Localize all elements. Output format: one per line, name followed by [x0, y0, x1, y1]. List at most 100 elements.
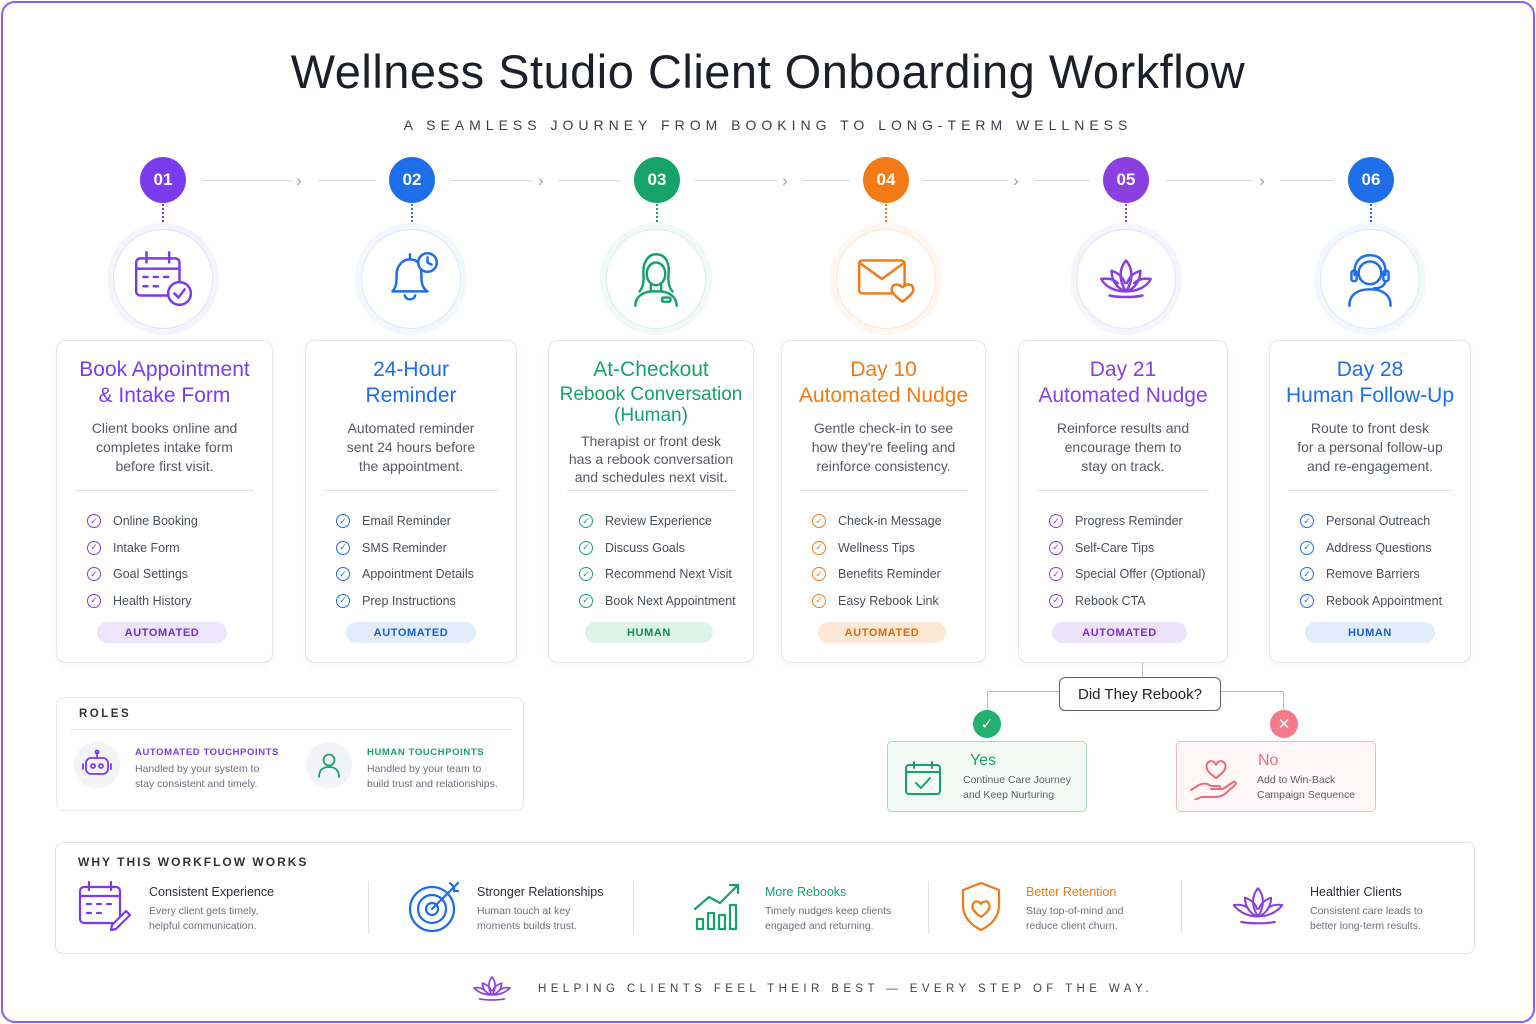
check-circle-icon: ✓: [87, 593, 101, 608]
why-item-desc-line1: Every client gets timely,: [149, 905, 259, 917]
decision-connector: [1142, 663, 1143, 677]
step-title-line2: Human Follow-Up: [1285, 384, 1455, 407]
step-title-line2: Rebook Conversation: [559, 384, 743, 405]
list-item: ✓Special Offer (Optional): [1049, 561, 1205, 588]
step-title-line1: Day 28: [1336, 358, 1404, 381]
step-connector-dash: [656, 204, 658, 230]
list-item: ✓Check-in Message: [812, 508, 942, 535]
why-item-desc-line2: moments builds trust.: [477, 920, 577, 932]
check-circle-icon: ✓: [1049, 540, 1063, 555]
decision-branch-right: [1221, 691, 1284, 692]
check-circle-icon: ✓: [812, 540, 826, 555]
check-circle-icon: ✓: [579, 567, 593, 582]
list-item: ✓Discuss Goals: [579, 535, 736, 562]
page-title: Wellness Studio Client Onboarding Workfl…: [290, 45, 1246, 98]
why-divider: [1181, 881, 1182, 933]
human-touchpoints-desc-line1: Handled by your team to: [367, 763, 482, 775]
check-circle-icon: ✓: [1300, 540, 1314, 555]
person-icon: [306, 742, 352, 788]
step-desc-line2: how they're feeling and: [811, 439, 956, 455]
badge-automated: AUTOMATED: [818, 622, 946, 643]
why-item-title: More Rebooks: [765, 885, 847, 899]
why-item-title: Better Retention: [1026, 885, 1117, 899]
step-desc-line1: Gentle check-in to see: [813, 420, 954, 436]
step-title-line1: Day 21: [1089, 358, 1157, 381]
card-divider: [1037, 490, 1209, 491]
check-circle-icon: ✓: [1049, 514, 1063, 529]
check-circle-icon: ✓: [1049, 593, 1063, 608]
step-checklist: ✓Progress Reminder ✓Self-Care Tips ✓Spec…: [1049, 508, 1205, 614]
list-item: ✓Remove Barriers: [1300, 561, 1442, 588]
yes-check-icon: ✓: [973, 710, 1001, 738]
step-checklist: ✓Review Experience ✓Discuss Goals ✓Recom…: [579, 508, 736, 614]
step-connector-dash: [162, 204, 164, 230]
check-circle-icon: ✓: [579, 593, 593, 608]
decision-branch-left: [987, 691, 1059, 692]
check-circle-icon: ✓: [336, 514, 350, 529]
list-item: ✓Intake Form: [87, 535, 198, 562]
list-item: ✓Review Experience: [579, 508, 736, 535]
why-item-desc-line1: Consistent care leads to: [1310, 905, 1423, 917]
step-card-03: At-Checkout Rebook Conversation (Human) …: [548, 340, 754, 663]
why-item-desc-line1: Stay top-of-mind and: [1026, 905, 1124, 917]
outcome-no-box: No Add to Win-Back Campaign Sequence: [1176, 741, 1376, 812]
step-card-06: Day 28 Human Follow-Up Route to front de…: [1269, 340, 1471, 663]
step-connector-dash: [1370, 204, 1372, 230]
step-desc-line2: sent 24 hours before: [346, 439, 476, 455]
why-item-desc-line2: engaged and returning.: [765, 920, 874, 932]
outcome-no-title: No: [1258, 752, 1279, 769]
step-checklist: ✓Online Booking ✓Intake Form ✓Goal Setti…: [87, 508, 198, 614]
calendar-edit-icon: [76, 879, 132, 935]
badge-automated: AUTOMATED: [346, 622, 476, 643]
check-circle-icon: ✓: [812, 514, 826, 529]
card-divider: [324, 490, 498, 491]
step-connector-dash: [885, 204, 887, 230]
check-circle-icon: ✓: [336, 567, 350, 582]
step-title-line1: At-Checkout: [593, 358, 709, 381]
why-item-title: Healthier Clients: [1310, 885, 1402, 899]
robot-icon: [74, 742, 120, 788]
check-circle-icon: ✓: [336, 540, 350, 555]
lotus-icon: [1228, 879, 1284, 935]
envelope-heart-icon: [836, 229, 936, 329]
step-desc-line1: Client books online and: [91, 420, 238, 436]
check-circle-icon: ✓: [579, 514, 593, 529]
step-card-04: Day 10 Automated Nudge Gentle check-in t…: [781, 340, 986, 663]
automated-touchpoints-desc-line1: Handled by your system to: [135, 763, 260, 775]
list-item: ✓Appointment Details: [336, 561, 474, 588]
step-card-05: Day 21 Automated Nudge Reinforce results…: [1018, 340, 1228, 663]
decision-question: Did They Rebook?: [1059, 677, 1221, 711]
step-desc-line2: for a personal follow-up: [1297, 439, 1443, 455]
why-panel: WHY THIS WORKFLOW WORKS Consistent Exper…: [55, 842, 1475, 954]
outcome-yes-desc-line2: and Keep Nurturing: [963, 789, 1055, 801]
step-desc-line1: Reinforce results and: [1056, 420, 1190, 436]
page-subtitle: A SEAMLESS JOURNEY FROM BOOKING TO LONG-…: [403, 117, 1133, 133]
step-desc-line3: stay on track.: [1081, 458, 1165, 474]
why-item-desc-line1: Human touch at key: [477, 905, 571, 917]
step-title-line3: (Human): [614, 405, 688, 426]
step-title-line1: Book Appointment: [79, 358, 250, 381]
no-x-icon: ✕: [1270, 710, 1298, 738]
why-item-desc-line2: reduce client churn.: [1026, 920, 1118, 932]
step-desc-line2: has a rebook conversation: [568, 451, 734, 467]
roles-panel: ROLES AUTOMATED TOUCHPOINTS Handled by y…: [56, 697, 524, 811]
lotus-icon: [1076, 229, 1176, 329]
headset-agent-icon: [1320, 229, 1420, 329]
step-connector-dash: [1125, 204, 1127, 230]
why-item-title: Stronger Relationships: [477, 885, 604, 899]
footer-tagline: HELPING CLIENTS FEEL THEIR BEST — EVERY …: [538, 983, 1154, 995]
why-divider: [368, 881, 369, 933]
card-divider: [75, 490, 254, 491]
list-item: ✓Wellness Tips: [812, 535, 942, 562]
list-item: ✓Rebook CTA: [1049, 588, 1205, 615]
list-item: ✓Health History: [87, 588, 198, 615]
step-title-line2: Automated Nudge: [1038, 384, 1208, 407]
check-circle-icon: ✓: [1300, 514, 1314, 529]
list-item: ✓Self-Care Tips: [1049, 535, 1205, 562]
step-connector-dash: [411, 204, 413, 230]
decision-branch-left-drop: [987, 691, 988, 711]
step-desc-line1: Automated reminder: [347, 420, 475, 436]
badge-human: HUMAN: [1305, 622, 1435, 643]
card-divider: [567, 490, 735, 491]
step-checklist: ✓Email Reminder ✓SMS Reminder ✓Appointme…: [336, 508, 474, 614]
